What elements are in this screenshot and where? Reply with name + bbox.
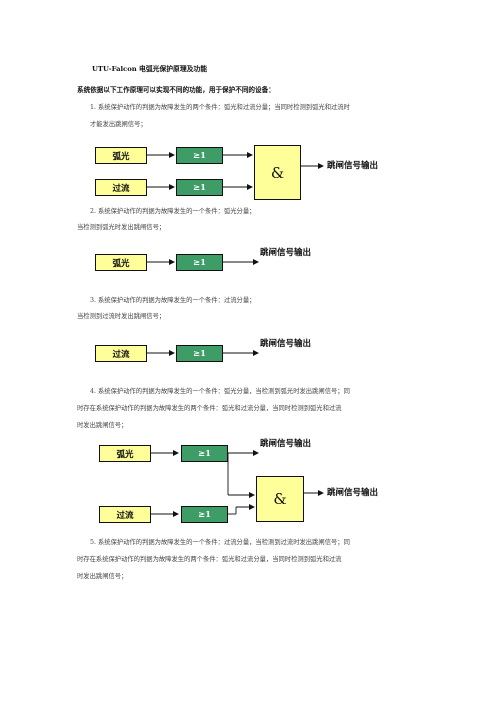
or-gate-box: ≥1 (176, 345, 223, 362)
paragraph-4-line-2: 时存在系统保护动作的判据为故障发生的两个条件：弧光和过流分量，当同时检测到弧光和… (77, 405, 342, 412)
or-gate-box: ≥1 (181, 506, 228, 523)
trip-output-label: 跳闸信号输出 (260, 339, 312, 349)
or-gate-box: ≥1 (176, 254, 223, 271)
paragraph-5-line-2: 时存在系统保护动作的判据为故障发生的两个条件：弧光和过流分量，当同时检测到弧光和… (77, 556, 342, 563)
arc-input-box: 弧光 (99, 445, 151, 462)
paragraph-5-line-1: 5. 系统保护动作的判据为故障发生的一个条件：过流分量，当检测到过流时发出跳闸信… (90, 539, 350, 546)
and-gate-box: & (256, 476, 304, 522)
arc-input-box: 弧光 (95, 254, 147, 271)
trip-output-label: 跳闸信号输出 (260, 248, 312, 258)
paragraph-1-line-1: 1. 系统保护动作的判据为故障发生的两个条件：弧光和过流分量；当同时检测到弧光和… (90, 104, 350, 111)
paragraph-2-line-1: 2. 系统保护动作的判据为故障发生的一个条件：弧光分量； (90, 208, 256, 215)
paragraph-4-line-3: 时发出跳闸信号； (77, 422, 128, 429)
document-title: UTU-Falcon 电弧光保护原理及功能 (92, 65, 208, 73)
overcurrent-input-box: 过流 (95, 179, 147, 196)
paragraph-3-line-1: 3. 系统保护动作的判据为故障发生的一个条件：过流分量； (90, 297, 256, 304)
paragraph-5-line-3: 时发出跳闸信号； (77, 573, 128, 580)
overcurrent-input-box: 过流 (95, 345, 147, 362)
paragraph-1-line-2: 才能发出跳闸信号； (90, 121, 147, 128)
or-gate-box: ≥1 (176, 179, 223, 196)
or-gate-box: ≥1 (176, 147, 223, 164)
paragraph-2-line-2: 当检测到弧光时发出跳闸信号； (77, 224, 166, 231)
trip-output-label: 跳闸信号输出 (327, 161, 379, 171)
trip-output-label: 跳闸信号输出 (260, 439, 312, 449)
paragraph-4-line-1: 4. 系统保护动作的判据为故障发生的一个条件：弧光分量，当检测到弧光时发出跳闸信… (90, 388, 350, 395)
document-subtitle: 系统依据以下工作原理可以实现不同的功能，用于保护不同的设备： (77, 86, 275, 94)
trip-output-label: 跳闸信号输出 (327, 488, 379, 498)
overcurrent-input-box: 过流 (99, 506, 151, 523)
paragraph-3-line-2: 当检测到过流时发出跳闸信号； (77, 313, 166, 320)
arc-input-box: 弧光 (95, 147, 147, 164)
or-gate-box: ≥1 (181, 445, 228, 462)
and-gate-box: & (254, 145, 301, 200)
